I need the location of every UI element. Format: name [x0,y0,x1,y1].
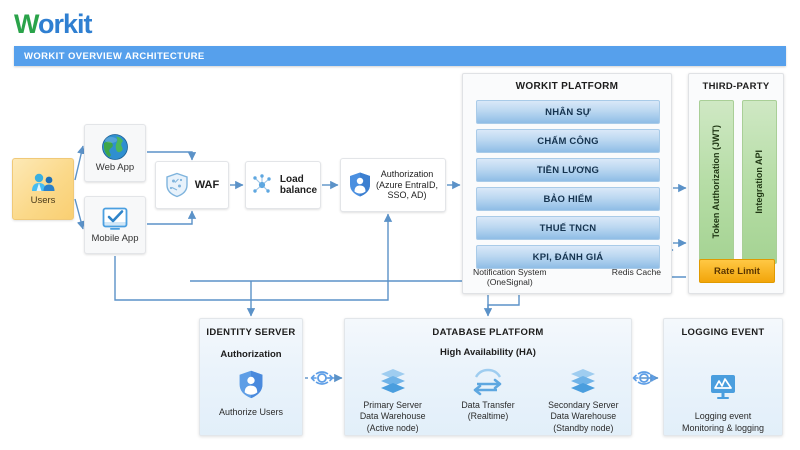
page-title-bar: WORKIT OVERVIEW ARCHITECTURE [14,46,786,66]
logging-event-title: LOGGING EVENT [681,327,765,338]
identity-server-subtitle: Authorization [220,349,282,360]
users-node[interactable]: Users [12,158,74,220]
data-transfer-item[interactable]: Data Transfer (Realtime) [442,367,534,434]
primary-server-item[interactable]: Primary Server Data Warehouse (Active no… [347,367,439,434]
platform-module-list: NHÂN SỰ CHẤM CÔNG TIỀN LƯƠNG BẢO HIỂM TH… [476,100,660,274]
module-bao-hiem[interactable]: BẢO HIỂM [476,187,660,211]
users-icon [32,173,55,191]
monitor-chart-icon [708,371,738,401]
workit-platform-panel: WORKIT PLATFORM NHÂN SỰ CHẤM CÔNG TIỀN L… [462,73,672,294]
primary-server-line3: (Active node) [366,422,419,433]
page-title: WORKIT OVERVIEW ARCHITECTURE [24,50,205,62]
identity-shield-user-icon [237,369,265,401]
logging-event-panel: LOGGING EVENT Logging event Monitoring &… [663,318,783,436]
token-authorization-label: Token Authorization (JWT) [711,125,722,239]
globe-icon [102,133,128,160]
identity-server-panel: IDENTITY SERVER Authorization Authorize … [199,318,303,436]
rate-limit-badge[interactable]: Rate Limit [699,259,775,283]
workit-platform-title: WORKIT PLATFORM [515,81,619,92]
data-transfer-line1: Data Transfer [461,400,515,410]
sync-connector-right [632,366,656,390]
sync-arrows-icon [473,368,502,396]
secondary-server-caption: Secondary Server Data Warehouse (Standby… [548,400,618,434]
authorization-line1: Authorization [380,168,434,179]
data-transfer-caption: Data Transfer (Realtime) [461,400,514,423]
authorization-label: Authorization (Azure EntraID, SSO, AD) [376,169,438,201]
logo-text-green: W [14,8,39,39]
token-authorization-column[interactable]: Token Authorization (JWT) [699,100,734,264]
module-kpi-danh-gia[interactable]: KPI, ĐÁNH GIÁ [476,245,660,269]
notification-system-line2: (OneSignal) [486,277,533,288]
module-thue-tncn[interactable]: THUẾ TNCN [476,216,660,240]
load-balance-label-line1: Load [279,173,304,185]
network-hub-icon [253,174,271,193]
load-balance-node[interactable]: Load balance [245,161,321,209]
integration-api-column[interactable]: Integration API [742,100,777,264]
platform-footer: Notification System (OneSignal) Redis Ca… [463,267,671,288]
bidirectional-sync-icon [310,371,334,385]
redis-cache-label: Redis Cache [611,266,661,277]
database-stack-icon [380,369,405,393]
secondary-server-item[interactable]: Secondary Server Data Warehouse (Standby… [537,367,629,434]
primary-server-line2: Data Warehouse [359,411,426,422]
logging-event-caption-line1: Logging event [694,411,752,421]
tablet-check-icon [102,207,128,230]
module-nhan-su[interactable]: NHÂN SỰ [476,100,660,124]
logging-event-caption-line2: Monitoring & logging [681,422,765,433]
waf-label: WAF [194,179,220,191]
notification-system-line1: Notification System [473,266,547,277]
authorization-line2: (Azure EntraID, [375,179,439,190]
integration-api-label: Integration API [754,150,765,214]
sync-connector-left [310,366,334,390]
load-balance-label: Load balance [280,174,317,197]
third-party-panel: THIRD-PARTY Token Authorization (JWT) In… [688,73,784,294]
third-party-title: THIRD-PARTY [702,81,770,92]
secondary-server-line3: (Standby node) [553,422,614,433]
database-platform-title: DATABASE PLATFORM [432,327,544,338]
load-balance-label-line2: balance [279,185,318,196]
third-party-columns: Token Authorization (JWT) Integration AP… [699,100,777,264]
mobile-app-label: Mobile App [91,232,139,244]
database-item-list: Primary Server Data Warehouse (Active no… [345,367,631,434]
authorize-users-label: Authorize Users [218,407,284,417]
identity-server-title: IDENTITY SERVER [206,327,296,338]
authorization-node[interactable]: Authorization (Azure EntraID, SSO, AD) [340,158,446,212]
primary-server-line1: Primary Server [363,400,422,410]
authorization-line3: SSO, AD) [387,190,427,201]
database-stack-icon [571,369,596,393]
notification-system-label: Notification System (OneSignal) [473,267,547,288]
secondary-server-line1: Secondary Server [548,400,619,410]
high-availability-label: High Availability (HA) [440,347,536,358]
module-tien-luong[interactable]: TIỀN LƯƠNG [476,158,660,182]
bidirectional-sync-icon [632,371,656,385]
web-app-label: Web App [95,161,135,173]
web-app-node[interactable]: Web App [84,124,146,182]
users-label: Users [30,194,56,206]
mobile-app-node[interactable]: Mobile App [84,196,146,254]
shield-user-icon [349,172,370,197]
logging-event-caption: Logging event Monitoring & logging [664,411,782,434]
secondary-server-line2: Data Warehouse [550,411,617,422]
workit-logo: Workit [14,6,134,42]
data-transfer-line2: (Realtime) [467,411,509,422]
waf-node[interactable]: WAF [155,161,229,209]
shield-waf-icon [166,172,188,198]
logo-text-blue: orkit [38,8,93,39]
database-platform-panel: DATABASE PLATFORM High Availability (HA)… [344,318,632,436]
module-cham-cong[interactable]: CHẤM CÔNG [476,129,660,153]
primary-server-caption: Primary Server Data Warehouse (Active no… [360,400,426,434]
